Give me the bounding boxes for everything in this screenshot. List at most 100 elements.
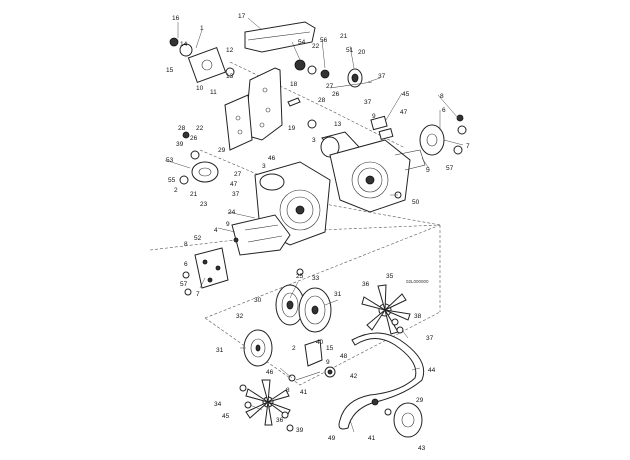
callout-labels: 16 1 14 15 12 13 10 11 17 54 22 56 21 51… (166, 13, 470, 452)
callout-34: 34 (214, 401, 222, 408)
callout-51: 51 (346, 47, 354, 54)
gearbox-housing-upper (329, 139, 426, 213)
callout-37-left: 37 (232, 191, 240, 198)
callout-40: 40 (316, 339, 324, 346)
small-hardware (239, 191, 404, 432)
left-mount-plate (182, 247, 229, 296)
callout-14: 14 (180, 41, 188, 48)
callout-28: 28 (318, 97, 326, 104)
callout-24: 24 (228, 209, 236, 216)
callout-21: 21 (340, 33, 348, 40)
callout-53: 53 (166, 157, 174, 164)
callout-36-bottom: 36 (276, 417, 284, 424)
callout-37-mid: 37 (364, 99, 372, 106)
callout-49: 49 (328, 435, 336, 442)
callout-27-left: 27 (234, 171, 242, 178)
large-pulley (298, 287, 332, 333)
callout-6: 6 (442, 107, 446, 114)
callout-13-top: 13 (226, 73, 234, 80)
callout-7: 7 (466, 143, 470, 150)
callout-46-bottom: 46 (266, 369, 274, 376)
leader-lines (164, 17, 464, 433)
callout-9-bottom: 9 (326, 359, 330, 366)
callout-35: 35 (386, 273, 394, 280)
callout-28-left: 28 (178, 125, 186, 132)
callout-1: 1 (200, 25, 204, 32)
lower-left-fan-blade (245, 379, 291, 426)
callout-2-bottom: 2 (292, 345, 296, 352)
callout-44: 44 (428, 367, 436, 374)
callout-54: 54 (298, 39, 306, 46)
callout-43: 43 (418, 445, 426, 452)
callout-48: 48 (340, 353, 348, 360)
callout-55: 55 (168, 177, 176, 184)
callout-39-left: 39 (176, 141, 184, 148)
callout-29-left: 29 (218, 147, 226, 154)
callout-45-top: 45 (402, 91, 410, 98)
callout-3-left: 3 (262, 163, 266, 170)
side-plate (224, 94, 253, 151)
callout-15-top: 15 (166, 67, 174, 74)
callout-10: 10 (196, 85, 204, 92)
lower-right-hub (371, 398, 423, 438)
callout-52: 52 (194, 235, 202, 242)
callout-31: 31 (334, 291, 342, 298)
callout-30: 30 (254, 297, 262, 304)
callout-17: 17 (238, 13, 246, 20)
callout-33: 33 (312, 275, 320, 282)
callout-9-top: 9 (372, 113, 376, 120)
callout-8-bottom: 8 (286, 387, 290, 394)
callout-2: 2 (174, 187, 178, 194)
right-fan-blade (361, 284, 411, 335)
callout-19: 19 (288, 125, 296, 132)
callout-3-top: 3 (312, 137, 316, 144)
callout-16: 16 (172, 15, 180, 22)
callout-22: 22 (312, 43, 320, 50)
lower-left-pulley (243, 329, 273, 367)
right-hub-flange (419, 114, 467, 156)
top-cover-shroud (244, 21, 316, 53)
callout-26: 26 (332, 91, 340, 98)
callout-38: 38 (414, 313, 422, 320)
callout-41-mid: 41 (300, 389, 308, 396)
callout-46: 46 (268, 155, 276, 162)
callout-31-left: 31 (216, 347, 224, 354)
drawing-code: 02L000000 (406, 279, 429, 284)
callout-6-left: 6 (184, 261, 188, 268)
callout-4: 4 (214, 227, 218, 234)
callout-7-left: 7 (196, 291, 200, 298)
callout-47-top: 47 (400, 109, 408, 116)
callout-37-top: 37 (378, 73, 386, 80)
callout-15: 15 (326, 345, 334, 352)
upper-shaft-assembly (287, 59, 373, 129)
callout-45: 45 (222, 413, 230, 420)
callout-21-left: 21 (190, 191, 198, 198)
spacer-blocks (370, 115, 394, 141)
callout-20: 20 (358, 49, 366, 56)
callout-56: 56 (320, 37, 328, 44)
callout-8-left: 8 (184, 241, 188, 248)
callout-12: 12 (226, 47, 234, 54)
upper-left-hub-assembly (169, 37, 235, 83)
callout-22-left: 22 (196, 125, 204, 132)
callout-39: 39 (296, 427, 304, 434)
callout-41: 41 (368, 435, 376, 442)
callout-42: 42 (350, 373, 358, 380)
mounting-bracket (244, 67, 283, 141)
callout-32: 32 (236, 313, 244, 320)
callout-57-left: 57 (180, 281, 188, 288)
callout-47-left: 47 (230, 181, 238, 188)
callout-23: 23 (200, 201, 208, 208)
callout-18: 18 (290, 81, 298, 88)
callout-27-top: 27 (326, 83, 334, 90)
callout-26-left: 26 (190, 135, 198, 142)
callout-29: 29 (416, 397, 424, 404)
drive-belt (338, 332, 425, 430)
shaft-housing (231, 214, 291, 256)
callout-9-left: 9 (226, 221, 230, 228)
callout-50: 50 (412, 199, 420, 206)
callout-36: 36 (362, 281, 370, 288)
callout-57: 57 (446, 165, 454, 172)
callout-11: 11 (210, 89, 217, 96)
